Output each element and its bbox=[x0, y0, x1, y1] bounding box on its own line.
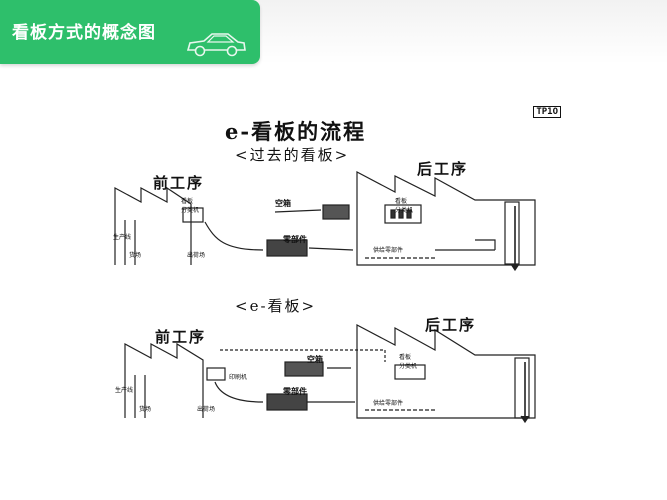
past-parts-label: 零部件 bbox=[283, 235, 307, 244]
section-past-title: <过去的看板> bbox=[235, 146, 350, 164]
past-shipping-area-label: 出荷场 bbox=[187, 252, 206, 259]
past-sorter-back-label: 看板 分类机 bbox=[395, 198, 414, 214]
slide-title: 看板方式的概念图 bbox=[12, 23, 156, 43]
e-parts-supply-label: 供给零部件 bbox=[373, 400, 404, 407]
e-empty-box-label: 空箱 bbox=[307, 355, 323, 364]
past-back-process-label: 后工序 bbox=[417, 160, 469, 178]
scanned-document: e-看板的流程 TP1O <过去的看板> 前工序 后工序 生产线 货场 出荷场 … bbox=[95, 100, 565, 470]
document-title: e-看板的流程 bbox=[225, 119, 367, 144]
past-front-process-label: 前工序 bbox=[153, 174, 205, 192]
e-front-process-label: 前工序 bbox=[155, 328, 207, 346]
car-icon bbox=[186, 33, 246, 57]
kanban-flow-diagram bbox=[114, 171, 536, 424]
e-production-line-label: 生产线 bbox=[115, 387, 134, 394]
past-sorter-front-label: 看板 分类机 bbox=[181, 198, 200, 214]
e-goods-area-label: 货场 bbox=[139, 406, 152, 413]
past-parts-supply-label: 供给零部件 bbox=[373, 247, 404, 254]
e-sorter-label: 看板 分类机 bbox=[399, 354, 418, 370]
past-empty-box-label: 空箱 bbox=[275, 199, 291, 208]
e-printer-label: 印刷机 bbox=[229, 374, 248, 381]
past-goods-area-label: 货场 bbox=[129, 252, 142, 259]
title-tab: 看板方式的概念图 bbox=[0, 0, 260, 64]
e-shipping-area-label: 出荷场 bbox=[197, 406, 216, 413]
section-e-title: <e-看板> bbox=[235, 297, 317, 315]
e-parts-label: 零部件 bbox=[283, 387, 307, 396]
past-production-line-label: 生产线 bbox=[113, 234, 132, 241]
e-back-process-label: 后工序 bbox=[425, 316, 477, 334]
document-code: TP1O bbox=[533, 106, 561, 118]
